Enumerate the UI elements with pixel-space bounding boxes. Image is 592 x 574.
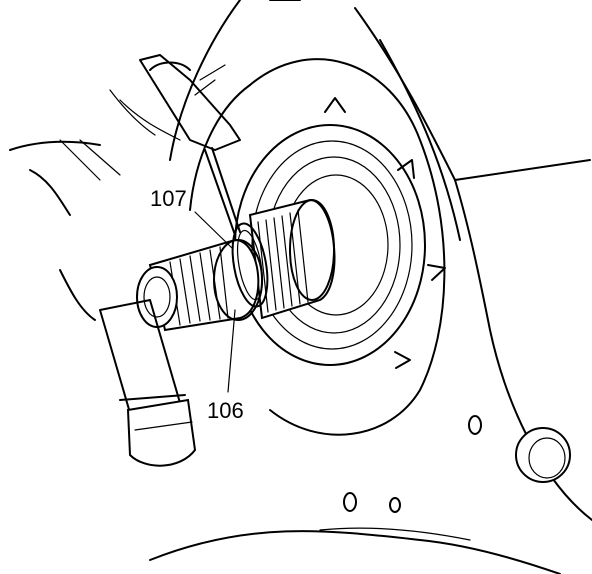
leader-line-107 — [194, 211, 233, 249]
splined-shaft — [248, 198, 336, 320]
housing-outline — [149, 0, 592, 574]
casting-lines — [9, 139, 121, 321]
callout-label-107: 107 — [150, 186, 187, 211]
mounting-flange — [189, 58, 446, 436]
tool-handle — [99, 299, 197, 467]
bolt-bosses — [343, 415, 571, 513]
snap-ring-107 — [231, 222, 269, 308]
pick-tool — [109, 54, 241, 236]
leader-line-106 — [227, 309, 236, 393]
seal-106 — [136, 238, 263, 332]
callout-label-106: 106 — [207, 398, 244, 423]
